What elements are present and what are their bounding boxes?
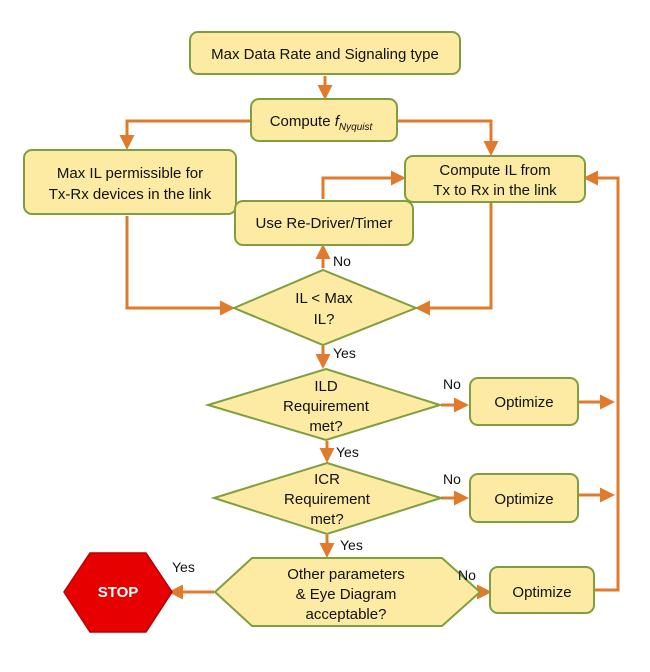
ild-decision-node: ILD Requirement met? <box>204 367 444 442</box>
ild-yes-label: Yes <box>336 444 359 460</box>
il-yes-label: Yes <box>333 345 356 361</box>
start-node: Max Data Rate and Signaling type <box>189 31 461 75</box>
stop-label: STOP <box>98 584 139 601</box>
redriver-node: Use Re-Driver/Timer <box>234 200 414 246</box>
arrow-nyquist-to-max-il <box>119 119 250 150</box>
other-no-label: No <box>458 567 476 583</box>
il-decision-node: IL < Max IL? <box>231 268 419 347</box>
icr-decision-node: ICR Requirement met? <box>210 461 445 536</box>
connectors <box>119 76 620 600</box>
icr-decision-line3: met? <box>310 511 343 528</box>
ild-no-label: No <box>443 376 461 392</box>
arrow-max-il-to-il-decision <box>125 216 235 316</box>
compute-nyquist-node: Compute fNyquist <box>250 98 398 142</box>
il-no-label: No <box>333 253 351 269</box>
arrow-feedback-loop <box>583 170 620 592</box>
compute-il-line1: Compute IL from <box>439 162 550 179</box>
start-label: Max Data Rate and Signaling type <box>211 46 439 63</box>
other-decision-node: Other parameters & Eye Diagram acceptabl… <box>213 557 482 627</box>
other-decision-line1: Other parameters <box>287 566 405 583</box>
compute-il-line2: Tx to Rx in the link <box>433 182 557 199</box>
stop-node: STOP <box>63 552 173 633</box>
ild-decision-line2: Requirement <box>283 398 370 415</box>
max-il-line2: Tx-Rx devices in the link <box>49 186 212 203</box>
stop-shape <box>63 552 173 633</box>
optimize-label-3: Optimize <box>512 584 571 601</box>
optimize-node-1: Optimize <box>469 377 579 426</box>
optimize-label-1: Optimize <box>494 394 553 411</box>
nyquist-symbol: f <box>335 113 341 130</box>
compute-nyquist-label: Compute fNyquist <box>270 113 374 133</box>
nyquist-subscript: Nyquist <box>339 122 374 133</box>
optimize-node-3: Optimize <box>489 566 595 614</box>
other-yes-label: Yes <box>172 559 195 575</box>
ild-decision-line1: ILD <box>314 378 338 395</box>
compute-il-node: Compute IL from Tx to Rx in the link <box>404 155 586 203</box>
icr-no-label: No <box>443 471 461 487</box>
icr-decision-line1: ICR <box>314 471 340 488</box>
arrow-redriver-to-compute-il <box>321 170 406 199</box>
icr-yes-label: Yes <box>340 537 363 553</box>
il-decision-line2: IL? <box>314 311 335 328</box>
other-decision-line2: & Eye Diagram <box>296 586 397 603</box>
arrow-nyquist-to-compute-il <box>398 119 499 156</box>
optimize-label-2: Optimize <box>494 491 553 508</box>
redriver-label: Use Re-Driver/Timer <box>256 215 393 232</box>
icr-decision-line2: Requirement <box>284 491 371 508</box>
optimize-node-2: Optimize <box>469 473 579 523</box>
max-il-line1: Max IL permissible for <box>57 165 203 182</box>
il-decision-line1: IL < Max <box>295 290 353 307</box>
other-decision-line3: acceptable? <box>306 606 387 623</box>
arrow-compute-il-to-il-decision <box>415 203 493 316</box>
ild-decision-line3: met? <box>309 418 342 435</box>
max-il-node: Max IL permissible for Tx-Rx devices in … <box>23 149 237 215</box>
compute-nyquist-text: Compute <box>270 113 335 130</box>
